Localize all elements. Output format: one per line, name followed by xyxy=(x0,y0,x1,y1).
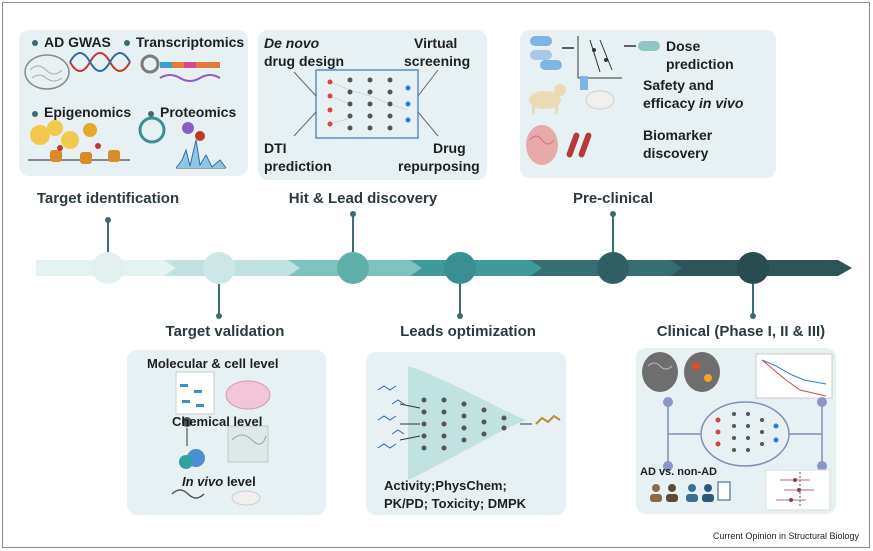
stage-node-2 xyxy=(203,252,235,284)
dti-prediction-label: prediction xyxy=(264,158,332,174)
stage-hit-lead-discovery: Hit & Lead discovery xyxy=(288,190,438,207)
timeline-arrow xyxy=(36,260,852,276)
in-vivo-text: in vivo xyxy=(699,95,744,111)
epigenomics-label: Epigenomics xyxy=(44,104,132,120)
drug-label: Drug xyxy=(433,140,466,156)
mri-icons xyxy=(642,352,720,392)
rna-network-icon xyxy=(140,54,221,82)
people-icons xyxy=(650,481,731,502)
in-vivo-icons xyxy=(171,489,261,506)
dose-prediction-label: prediction xyxy=(666,56,734,72)
stage-node-6 xyxy=(737,252,769,284)
stage-target-identification: Target identification xyxy=(36,190,180,207)
brain-scan-icon xyxy=(526,125,558,165)
stage-node-4 xyxy=(444,252,476,284)
ad-vs-non-ad-label: AD vs. non-AD xyxy=(640,466,717,478)
hit-lead-panel xyxy=(258,30,487,180)
bullet-icon xyxy=(32,40,38,46)
leads-properties-line2: PK/PD; Toxicity; DMPK xyxy=(384,496,527,511)
blood-tubes-icon xyxy=(566,132,592,158)
hit-lead-network xyxy=(293,69,439,139)
dti-label: DTI xyxy=(264,140,287,156)
de-novo-label: De novo xyxy=(264,35,320,51)
dog-icon xyxy=(529,84,566,114)
in-vivo-text: In vivo xyxy=(182,474,224,489)
stage-leads-optimization: Leads optimization xyxy=(400,323,536,340)
preclinical-panel xyxy=(520,30,776,178)
bullet-icon xyxy=(148,111,154,117)
dna-icon xyxy=(69,52,131,72)
stage-clinical: Clinical (Phase I, II & III) xyxy=(656,323,826,340)
efficacy-text: efficacy xyxy=(643,95,696,111)
bullet-icon xyxy=(124,40,130,46)
mouse-icon xyxy=(580,76,615,110)
repurposing-label: repurposing xyxy=(398,158,480,174)
drug-design-label: drug design xyxy=(264,53,345,69)
chemical-level-label: Chemical level xyxy=(172,414,263,429)
survival-curve-icon xyxy=(755,353,833,399)
forest-plot-icon xyxy=(765,469,831,511)
stage-node-5 xyxy=(597,252,629,284)
leads-properties-line1: Activity;PhysChem; xyxy=(384,478,507,493)
clinical-network xyxy=(663,397,827,471)
stage-preclinical: Pre-clinical xyxy=(572,190,654,207)
in-vivo-level-label: In vivo level xyxy=(182,474,256,489)
journal-credit: Current Opinion in Structural Biology xyxy=(712,531,859,541)
ad-gwas-label: AD GWAS xyxy=(44,34,111,50)
biomarker-label: Biomarker xyxy=(643,127,713,143)
safety-label: Safety and xyxy=(643,77,714,93)
pills-icon xyxy=(530,36,562,70)
screening-label: screening xyxy=(404,53,471,69)
chemical-level-icon xyxy=(179,417,269,469)
dose-chart-icon xyxy=(562,36,660,79)
brain-icon xyxy=(24,54,70,90)
proteomics-label: Proteomics xyxy=(160,104,237,120)
efficacy-label: efficacy in vivo xyxy=(643,95,743,111)
gel-icon xyxy=(175,371,215,415)
molecular-cell-label: Molecular & cell level xyxy=(147,356,279,371)
proteomics-icon xyxy=(138,116,227,169)
epigenomics-icon xyxy=(28,120,130,164)
bullet-icon xyxy=(32,111,38,117)
stage-target-validation: Target validation xyxy=(165,323,285,340)
stage-node-1 xyxy=(92,252,124,284)
transcriptomics-label: Transcriptomics xyxy=(136,34,245,50)
dose-label: Dose xyxy=(666,38,701,54)
level-text: level xyxy=(226,474,256,489)
target-validation-panel xyxy=(127,350,326,515)
optimization-funnel xyxy=(377,366,561,480)
petri-dish-icon xyxy=(225,380,271,410)
stage-node-3 xyxy=(337,252,369,284)
virtual-label: Virtual xyxy=(414,35,458,51)
discovery-label: discovery xyxy=(643,145,709,161)
